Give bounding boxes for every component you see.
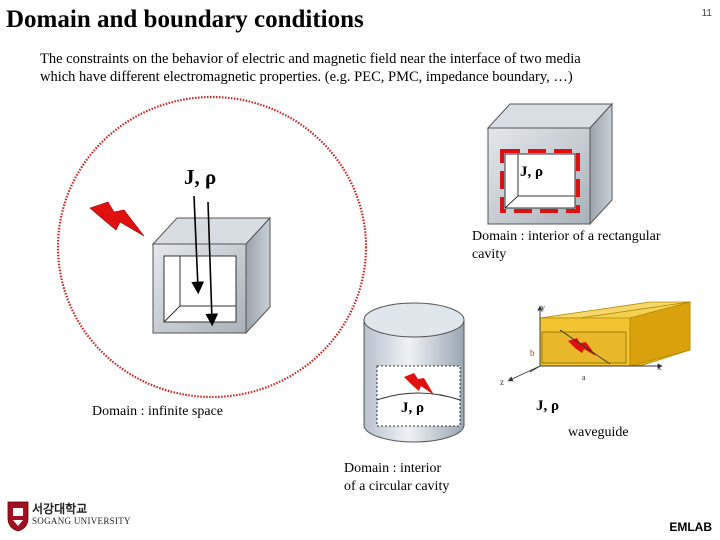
label-circ-line-1: Domain : interior — [344, 461, 442, 476]
axis-label-y: y — [541, 303, 545, 312]
source-box — [151, 216, 272, 335]
university-name-korean: 서강대학교 — [32, 502, 88, 516]
lightning-icon — [568, 338, 596, 356]
waveguide-current-line — [559, 329, 611, 365]
intro-text: The constraints on the behavior of elect… — [40, 50, 710, 86]
label-waveguide: waveguide — [568, 425, 629, 440]
rectangular-cavity — [486, 102, 614, 226]
lightning-icon — [89, 201, 145, 237]
infinite-space-boundary — [56, 95, 368, 399]
source-label-rect: J, ρ — [520, 164, 543, 180]
university-name-english: SOGANG UNIVERSITY — [32, 516, 131, 526]
slide-title: Domain and boundary conditions — [6, 6, 364, 33]
label-circ-line-2: of a circular cavity — [344, 479, 450, 494]
label-rect-line-1: Domain : interior of a rectangular — [472, 229, 661, 244]
label-rectangular-cavity: Domain : interior of a rectangular cavit… — [472, 228, 712, 264]
label-circular-cavity: Domain : interior of a circular cavity — [344, 460, 504, 496]
source-label-circ: J, ρ — [401, 400, 424, 416]
dim-label-b: b — [530, 348, 535, 358]
university-seal-icon — [7, 501, 29, 532]
intro-line-2: which have different electromagnetic pro… — [40, 69, 573, 85]
current-arrow-2 — [205, 201, 219, 327]
current-arrow-1 — [191, 195, 205, 295]
intro-line-1: The constraints on the behavior of elect… — [40, 51, 581, 67]
label-rect-line-2: cavity — [472, 247, 507, 262]
dim-label-a: a — [582, 373, 586, 382]
source-label-wg: J, ρ — [536, 398, 559, 414]
waveguide-diagram — [507, 301, 691, 382]
lab-brand: EMLAB — [669, 520, 712, 534]
source-label-infinite: J, ρ — [184, 165, 216, 189]
lightning-icon — [404, 373, 434, 395]
label-infinite-space: Domain : infinite space — [92, 404, 224, 419]
axis-label-x: x — [657, 362, 662, 372]
axis-label-z: z — [500, 377, 504, 387]
circular-cavity — [363, 302, 465, 443]
page-number: 11 — [701, 8, 712, 19]
